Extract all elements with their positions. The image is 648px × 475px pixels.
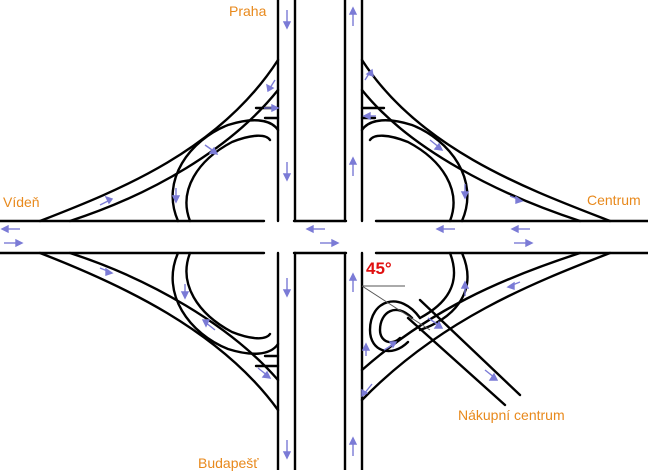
ramp-se-outer (360, 251, 612, 402)
ramp-nw-outer (38, 58, 280, 223)
arrow-icon (305, 224, 325, 234)
arrow-icon (204, 144, 219, 155)
arrow-icon (510, 224, 530, 234)
arrow-icon (282, 440, 292, 460)
ramp-ne-outer (360, 58, 612, 223)
arrow-icon (362, 111, 376, 121)
loop-sw (171, 251, 280, 355)
label-centrum: Centrum (587, 192, 641, 208)
arrow-icon (383, 341, 398, 351)
label-viden: Vídeň (3, 194, 40, 210)
arrow-icon (364, 68, 374, 81)
arrow-icon (429, 139, 444, 151)
angle-label: 45° (366, 259, 392, 278)
arrow-icon (361, 383, 373, 398)
arrow-icon (348, 272, 358, 292)
arrow-icon (282, 162, 292, 182)
arrow-icon (484, 369, 499, 381)
label-shopping-centre: Nákupní centrum (458, 407, 565, 423)
arrow-icon (257, 367, 272, 379)
arrow-icon (180, 284, 190, 300)
arrow-icon (282, 10, 292, 30)
arrow-icon (348, 436, 358, 456)
arrow-icon (201, 319, 216, 331)
arrow-icon (264, 103, 280, 113)
loop-se (418, 251, 469, 332)
arrow-icon (435, 224, 455, 234)
ramp-sw-connector (254, 354, 280, 368)
arrow-icon (282, 278, 292, 298)
ramp-nw-inner (68, 88, 280, 223)
arrow-icon (427, 317, 444, 329)
arrow-icon (99, 195, 114, 206)
arrow-icon (514, 238, 534, 248)
arrow-icon (460, 184, 470, 200)
arrow-icon (320, 238, 340, 248)
shopping-spur-lower (406, 316, 507, 407)
shopping-spur-upper (418, 298, 522, 397)
ramp-se-inner (360, 251, 582, 372)
arrow-icon (509, 195, 524, 204)
label-budapest: Budapešť (198, 455, 259, 471)
arrow-icon (0, 224, 20, 234)
arrow-icon (348, 6, 358, 26)
arrow-icon (460, 280, 470, 296)
arrow-icon (99, 267, 114, 276)
ramp-sw-outer (38, 251, 280, 412)
arrow-icon (361, 342, 371, 356)
arrow-icon (506, 281, 521, 290)
arrow-icon (266, 79, 276, 93)
loop-nw (171, 119, 280, 223)
arrow-icon (348, 156, 358, 176)
angle-reference-line (361, 285, 431, 331)
loop-ne (360, 119, 469, 223)
ramp-ne-inner (360, 88, 582, 223)
arrow-icon (4, 238, 24, 248)
label-praha: Praha (229, 3, 267, 19)
arrow-icon (171, 188, 181, 204)
ramp-sw-inner (68, 251, 280, 382)
